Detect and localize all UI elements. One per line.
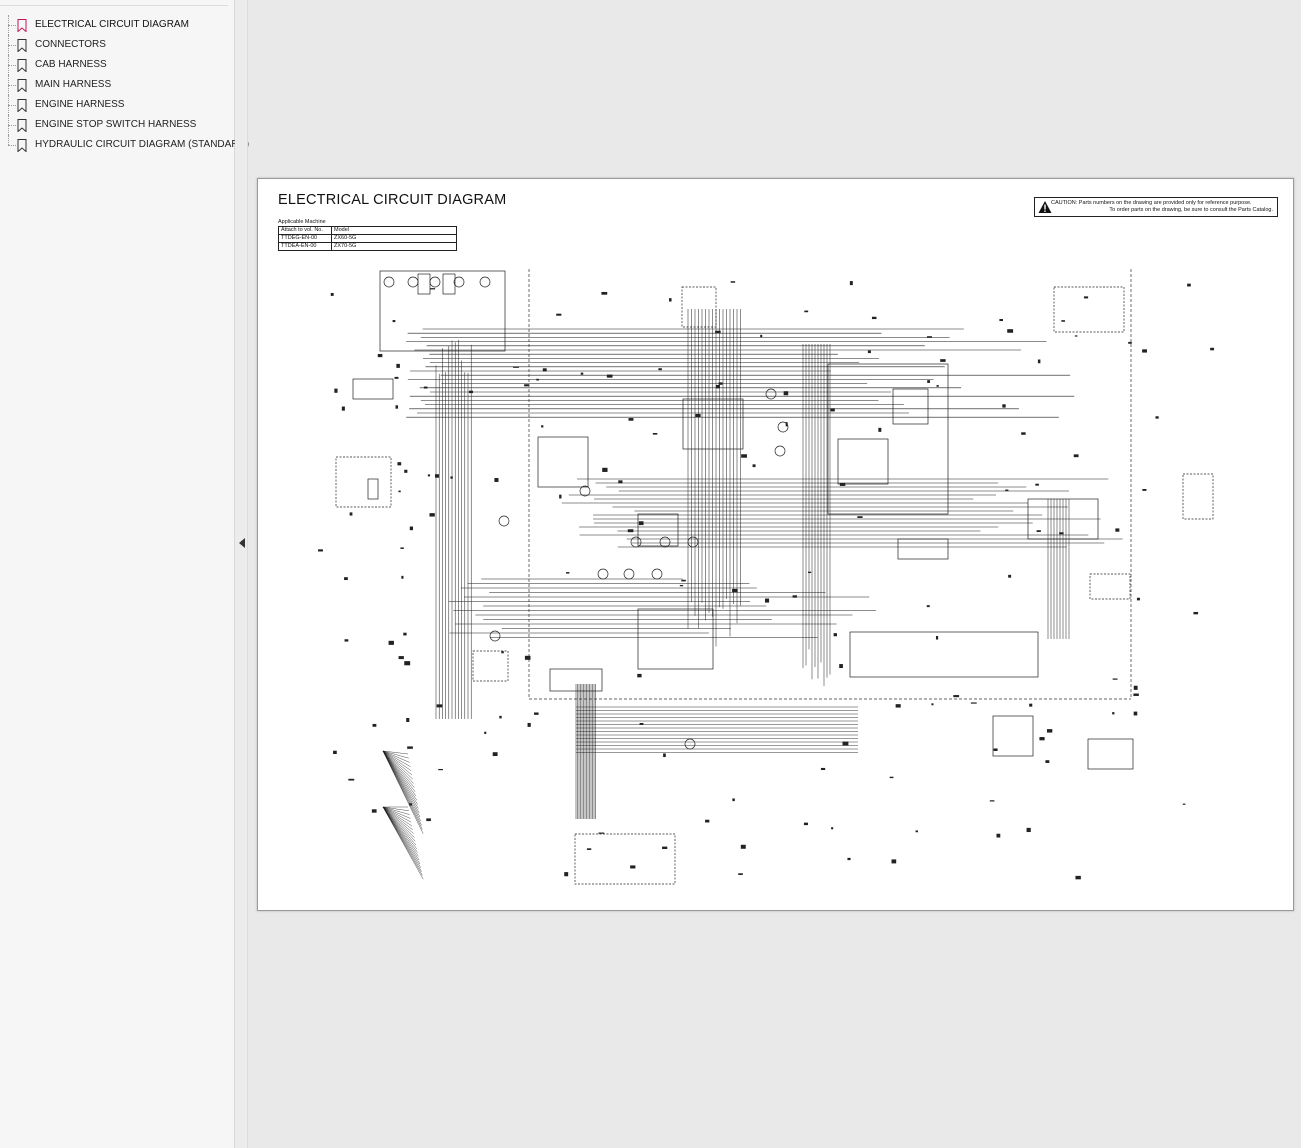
applicable-machine-caption: Applicable Machine	[278, 219, 326, 225]
bookmark-label: ENGINE STOP SWITCH HARNESS	[35, 119, 197, 130]
page-title: ELECTRICAL CIRCUIT DIAGRAM	[278, 192, 507, 208]
bookmark-label: CONNECTORS	[35, 39, 106, 50]
caution-text-line2: To order parts on the drawing, be sure t…	[1109, 207, 1273, 213]
applicable-machine-table: Applicable Machine Attach to vol. No. Mo…	[278, 219, 457, 251]
tree-line	[8, 25, 16, 26]
tree-line	[8, 125, 16, 126]
bookmark-icon	[17, 139, 27, 152]
bookmark-icon	[17, 99, 27, 112]
table-header-vol: Attach to vol. No.	[278, 226, 332, 235]
table-cell-vol: TTDEA-EN-00	[278, 242, 332, 251]
document-page: ELECTRICAL CIRCUIT DIAGRAM Applicable Ma…	[257, 178, 1294, 911]
tree-line	[8, 135, 9, 145]
bookmark-item[interactable]: CAB HARNESS	[0, 55, 234, 75]
table-cell-vol: TTDEG-EN-00	[278, 234, 332, 243]
table-row: TTDEG-EN-00 ZX60-5G	[278, 234, 457, 243]
tree-line	[8, 145, 16, 146]
table-row: TTDEA-EN-00 ZX70-5G	[278, 242, 457, 251]
bookmark-item[interactable]: ENGINE HARNESS	[0, 95, 234, 115]
warning-triangle-icon	[1038, 201, 1052, 213]
bookmark-item[interactable]: ENGINE STOP SWITCH HARNESS	[0, 115, 234, 135]
panel-divider	[0, 5, 228, 6]
caution-text-line1: CAUTION: Parts numbers on the drawing ar…	[1051, 200, 1252, 206]
bookmark-label: ELECTRICAL CIRCUIT DIAGRAM	[35, 19, 189, 30]
bookmark-label: MAIN HARNESS	[35, 79, 112, 90]
bookmark-icon	[17, 79, 27, 92]
tree-line	[8, 45, 16, 46]
bookmark-item[interactable]: MAIN HARNESS	[0, 75, 234, 95]
collapse-panel-arrow-icon[interactable]	[239, 538, 245, 548]
tree-line	[8, 105, 16, 106]
bookmark-icon	[17, 19, 27, 32]
panel-splitter[interactable]	[235, 0, 248, 1148]
bookmark-item[interactable]: ELECTRICAL CIRCUIT DIAGRAM	[0, 15, 234, 35]
table-cell-model: ZX60-5G	[331, 234, 457, 243]
table-cell-model: ZX70-5G	[331, 242, 457, 251]
bookmark-label: CAB HARNESS	[35, 59, 107, 70]
table-header-model: Model	[331, 226, 457, 235]
bookmark-item[interactable]: CONNECTORS	[0, 35, 234, 55]
caution-box: CAUTION: Parts numbers on the drawing ar…	[1034, 197, 1278, 217]
bookmark-item[interactable]: HYDRAULIC CIRCUIT DIAGRAM (STANDARD)	[0, 135, 249, 155]
tree-line	[8, 85, 16, 86]
circuit-schematic-drawing	[318, 269, 1215, 885]
bookmark-icon	[17, 39, 27, 52]
bookmark-label: HYDRAULIC CIRCUIT DIAGRAM (STANDARD)	[35, 139, 250, 150]
bookmark-icon	[17, 59, 27, 72]
bookmark-label: ENGINE HARNESS	[35, 99, 125, 110]
bookmarks-panel: ELECTRICAL CIRCUIT DIAGRAM CONNECTORS CAB …	[0, 0, 249, 1148]
bookmark-icon	[17, 119, 27, 132]
tree-line	[8, 65, 16, 66]
